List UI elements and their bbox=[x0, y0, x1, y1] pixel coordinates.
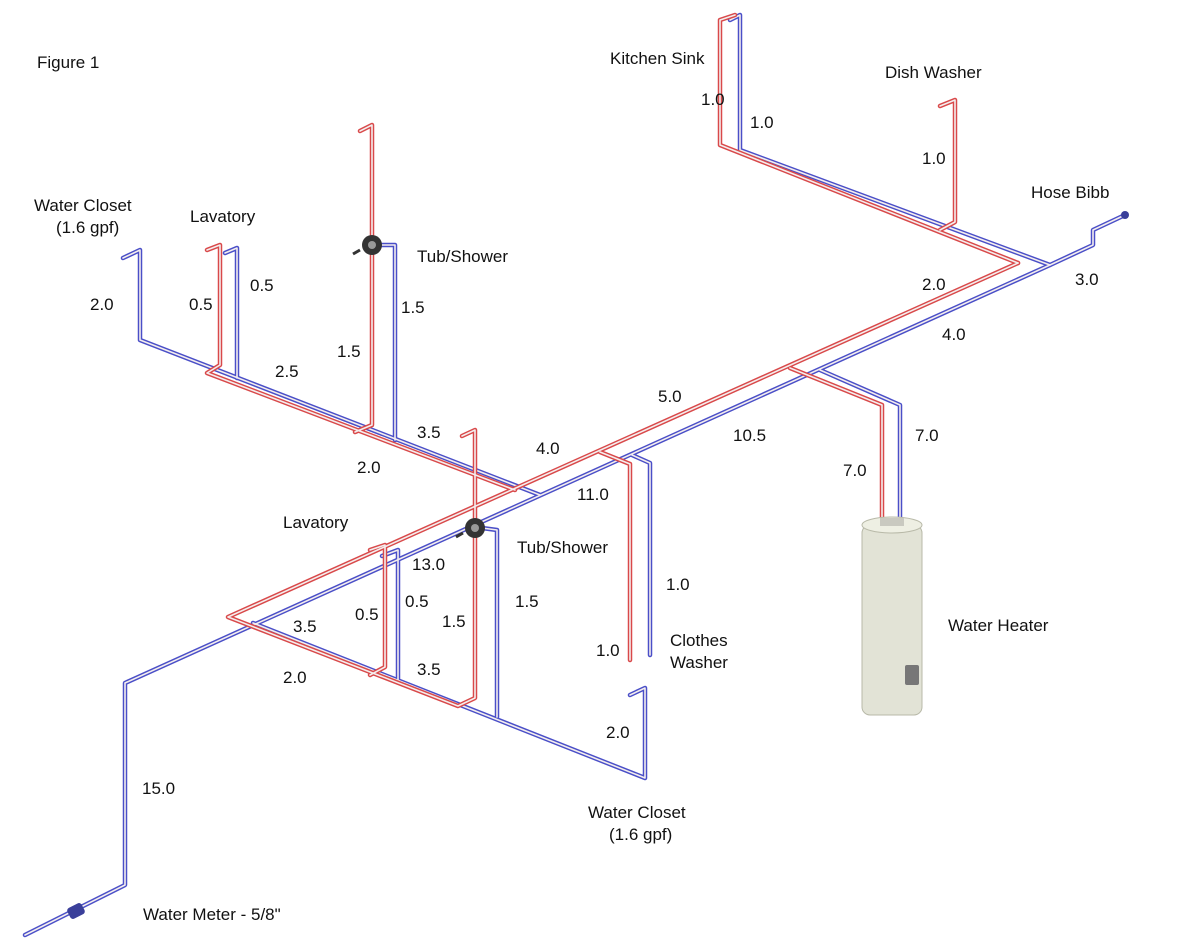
fu-label: 3.5 bbox=[417, 660, 441, 679]
fu-label: 7.0 bbox=[843, 461, 867, 480]
fu-label: 1.5 bbox=[401, 298, 425, 317]
fu-label: 0.5 bbox=[405, 592, 429, 611]
fu-label: 2.0 bbox=[357, 458, 381, 477]
fu-label: 3.5 bbox=[293, 617, 317, 636]
cold-water-piping bbox=[22, 12, 1128, 938]
fu-label: 0.5 bbox=[250, 276, 274, 295]
label-tub-shower-lower: Tub/Shower bbox=[517, 538, 608, 557]
fu-label: 7.0 bbox=[915, 426, 939, 445]
fu-label: 13.0 bbox=[412, 555, 445, 574]
fu-label: 1.5 bbox=[442, 612, 466, 631]
fu-label: 2.0 bbox=[90, 295, 114, 314]
figure-title: Figure 1 bbox=[37, 53, 99, 72]
label-lavatory-lower: Lavatory bbox=[283, 513, 349, 532]
label-water-closet-lower: Water Closet bbox=[588, 803, 686, 822]
label-clothes-washer: Clothes bbox=[670, 631, 728, 650]
fu-label: 10.5 bbox=[733, 426, 766, 445]
label-lavatory-upper: Lavatory bbox=[190, 207, 256, 226]
fu-label: 1.0 bbox=[666, 575, 690, 594]
fu-label: 2.0 bbox=[606, 723, 630, 742]
fu-label: 1.0 bbox=[922, 149, 946, 168]
labels: Figure 1 Kitchen Sink Dish Washer Hose B… bbox=[34, 49, 1109, 924]
fu-label: 1.0 bbox=[701, 90, 725, 109]
label-tub-shower-upper: Tub/Shower bbox=[417, 247, 508, 266]
label-water-closet-lower-gpf: (1.6 gpf) bbox=[609, 825, 672, 844]
fu-label: 0.5 bbox=[189, 295, 213, 314]
fu-label: 1.0 bbox=[750, 113, 774, 132]
fu-label: 2.5 bbox=[275, 362, 299, 381]
label-kitchen-sink: Kitchen Sink bbox=[610, 49, 705, 68]
fu-label: 3.0 bbox=[1075, 270, 1099, 289]
fu-label: 2.0 bbox=[922, 275, 946, 294]
label-clothes-washer-2: Washer bbox=[670, 653, 728, 672]
fu-label: 11.0 bbox=[577, 485, 609, 504]
label-water-closet-upper: Water Closet bbox=[34, 196, 132, 215]
fu-label: 2.0 bbox=[283, 668, 307, 687]
fu-label: 0.5 bbox=[355, 605, 379, 624]
fu-label: 3.5 bbox=[417, 423, 441, 442]
shower-valve-icon-upper bbox=[352, 235, 382, 256]
hose-bibb-icon bbox=[1121, 211, 1129, 219]
fu-label: 1.5 bbox=[515, 592, 539, 611]
fu-label: 15.0 bbox=[142, 779, 175, 798]
shower-valve-icon-lower bbox=[455, 518, 485, 539]
fu-label: 1.0 bbox=[596, 641, 620, 660]
hot-water-piping bbox=[204, 12, 1021, 709]
fu-label: 4.0 bbox=[536, 439, 560, 458]
fixture-unit-labels: 1.0 1.0 1.0 3.0 2.0 4.0 5.0 10.5 7.0 7.0… bbox=[90, 90, 1099, 798]
label-dish-washer: Dish Washer bbox=[885, 63, 982, 82]
label-water-heater: Water Heater bbox=[948, 616, 1049, 635]
water-heater bbox=[861, 516, 923, 716]
fu-label: 5.0 bbox=[658, 387, 682, 406]
fu-label: 1.5 bbox=[337, 342, 361, 361]
water-meter-icon bbox=[67, 903, 85, 919]
fu-label: 4.0 bbox=[942, 325, 966, 344]
label-hose-bibb: Hose Bibb bbox=[1031, 183, 1109, 202]
label-water-closet-upper-gpf: (1.6 gpf) bbox=[56, 218, 119, 237]
label-water-meter: Water Meter - 5/8" bbox=[143, 905, 281, 924]
